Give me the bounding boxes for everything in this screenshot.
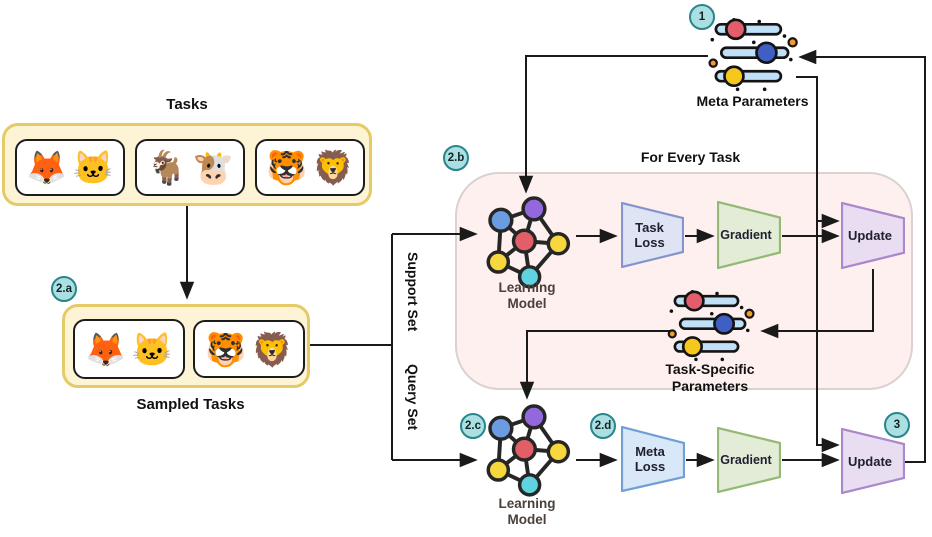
- gradient-block: Gradient: [717, 427, 781, 493]
- meta-update-block: Update: [841, 428, 905, 494]
- arrow-task-specific-to-learning-model: [519, 330, 670, 400]
- badge-step-2a: 2.a: [51, 276, 77, 302]
- line-sampled-split: [310, 234, 393, 460]
- query-set-label: Query Set: [405, 364, 421, 431]
- tiger-icon: 🐯: [205, 330, 247, 368]
- learning-model-label: Learning Model: [498, 280, 556, 311]
- for-every-task-title: For Every Task: [640, 149, 741, 165]
- learning-model-icon: [486, 404, 571, 497]
- arrow-meta-params-to-learning-model: [518, 55, 708, 194]
- meta-parameters-label: Meta Parameters: [696, 93, 809, 109]
- tasks-container: 🦊 🐱 🐐 🐮 🐯 🦁: [2, 123, 372, 206]
- cow-icon: 🐮: [192, 149, 234, 186]
- meta-parameters-icon: [708, 18, 798, 92]
- tasks-title: Tasks: [166, 96, 208, 113]
- task-pair-tiger-lion: 🐯 🦁: [255, 139, 365, 196]
- fox-icon: 🦊: [26, 149, 68, 186]
- badge-step-3: 3: [884, 412, 910, 438]
- arrow-update-to-task-specific-params: [760, 269, 874, 339]
- fox-icon: 🦊: [85, 330, 127, 368]
- sampled-pair-fox-cat: 🦊 🐱: [73, 319, 185, 379]
- cat-icon: 🐱: [131, 330, 173, 368]
- lion-icon: 🦁: [312, 149, 354, 186]
- goat-icon: 🐐: [146, 149, 188, 186]
- gradient-block: Gradient: [717, 201, 781, 269]
- sampled-pair-tiger-lion: 🐯 🦁: [193, 320, 305, 378]
- badge-step-1: 1: [689, 4, 715, 30]
- arrow-meta-params-to-meta-update: [796, 76, 840, 453]
- learning-model-label: Learning Model: [498, 496, 556, 527]
- badge-step-2b: 2.b: [443, 145, 469, 171]
- arrow-update-to-meta-params: [798, 49, 926, 463]
- learning-model-icon: [486, 196, 571, 289]
- task-pair-fox-cat: 🦊 🐱: [15, 139, 125, 196]
- task-pair-goat-cow: 🐐 🐮: [135, 139, 245, 196]
- task-loss-block: Task Loss: [621, 202, 684, 268]
- badge-step-2c: 2.c: [460, 413, 486, 439]
- task-specific-parameters-icon: [667, 290, 755, 362]
- support-set-label: Support Set: [405, 252, 421, 332]
- sampled-tasks-container: 🦊 🐱 🐯 🦁: [62, 304, 310, 388]
- sampled-tasks-title: Sampled Tasks: [136, 396, 245, 413]
- badge-step-2d: 2.d: [590, 413, 616, 439]
- task-specific-parameters-label: Task-Specific Parameters: [665, 361, 755, 394]
- tiger-icon: 🐯: [266, 149, 308, 186]
- cat-icon: 🐱: [72, 149, 114, 186]
- lion-icon: 🦁: [251, 330, 293, 368]
- meta-loss-block: Meta Loss: [621, 426, 685, 492]
- update-block: Update: [841, 202, 905, 269]
